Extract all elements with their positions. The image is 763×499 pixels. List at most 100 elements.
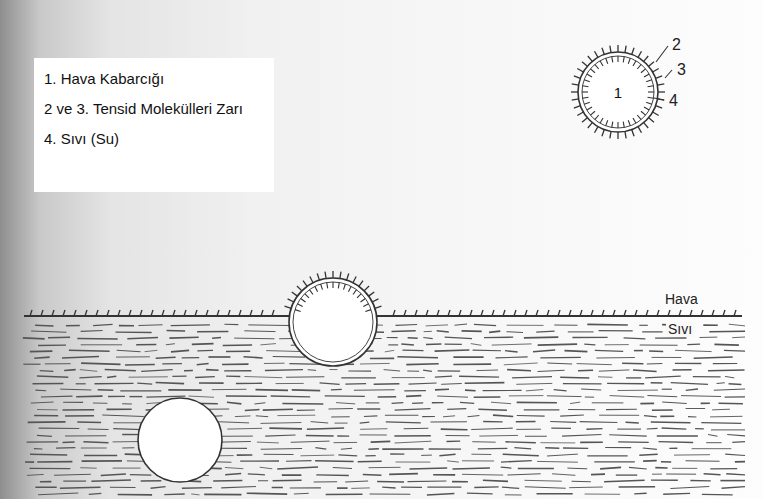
water-line bbox=[581, 389, 601, 391]
water-line bbox=[396, 462, 431, 463]
leader-line bbox=[665, 70, 672, 78]
water-line bbox=[599, 330, 633, 331]
water-line bbox=[56, 447, 75, 449]
water-line bbox=[139, 324, 163, 326]
water-line bbox=[286, 460, 312, 462]
water-line bbox=[98, 389, 114, 391]
water-line bbox=[130, 474, 151, 476]
water-line bbox=[516, 383, 552, 385]
tenside-molecule bbox=[85, 310, 87, 316]
tenside-molecule bbox=[309, 290, 313, 295]
water-line bbox=[360, 434, 387, 435]
tenside-molecule bbox=[250, 310, 252, 316]
tenside-molecule bbox=[617, 56, 618, 62]
water-line bbox=[639, 454, 657, 455]
tenside-molecule bbox=[363, 304, 368, 307]
water-line bbox=[424, 331, 432, 332]
water-line bbox=[260, 467, 273, 469]
tenside-molecule bbox=[584, 80, 590, 82]
water-line bbox=[580, 441, 603, 443]
water-line bbox=[703, 324, 718, 326]
water-line bbox=[387, 337, 398, 338]
callout-number: 4 bbox=[667, 92, 680, 110]
tenside-molecule bbox=[595, 115, 599, 120]
water-line bbox=[634, 493, 646, 495]
water-line bbox=[447, 440, 461, 442]
water-line bbox=[578, 370, 593, 372]
tenside-molecule bbox=[338, 282, 340, 288]
region-label: Sıvı bbox=[666, 322, 694, 337]
water-line bbox=[669, 448, 677, 449]
region-label: Hava bbox=[663, 292, 700, 307]
water-line bbox=[572, 481, 591, 483]
water-line bbox=[261, 448, 302, 450]
water-line bbox=[81, 363, 120, 364]
water-line bbox=[31, 331, 66, 332]
water-line bbox=[224, 324, 238, 325]
water-line bbox=[265, 369, 303, 371]
water-line bbox=[550, 421, 576, 423]
water-line bbox=[586, 428, 602, 430]
water-line bbox=[445, 344, 462, 345]
water-line bbox=[473, 350, 501, 352]
water-line bbox=[409, 383, 437, 384]
water-line bbox=[273, 479, 302, 481]
water-line bbox=[23, 364, 40, 365]
tenside-molecule bbox=[525, 310, 527, 316]
tenside-molecule bbox=[595, 64, 599, 69]
water-line bbox=[661, 461, 671, 463]
water-line bbox=[406, 395, 421, 397]
water-line bbox=[643, 460, 657, 462]
water-line bbox=[197, 331, 228, 333]
tenside-molecule bbox=[648, 91, 654, 92]
water-line bbox=[189, 396, 215, 397]
water-line bbox=[331, 416, 350, 417]
water-line bbox=[390, 453, 404, 455]
tenside-molecule bbox=[129, 310, 131, 316]
inner-film bbox=[582, 56, 654, 128]
water-line bbox=[360, 422, 370, 423]
water-line bbox=[137, 383, 152, 385]
water-line bbox=[651, 421, 691, 423]
water-line bbox=[429, 448, 461, 449]
water-line bbox=[37, 409, 58, 410]
tenside-molecule bbox=[602, 130, 604, 137]
water-line bbox=[54, 474, 91, 475]
tenside-molecule bbox=[625, 131, 626, 138]
water-line bbox=[563, 447, 588, 449]
water-line bbox=[334, 442, 358, 443]
water-line bbox=[453, 467, 490, 469]
water-line bbox=[60, 487, 101, 488]
water-line bbox=[675, 350, 712, 351]
water-line bbox=[226, 351, 250, 353]
tenside-molecule bbox=[623, 122, 624, 128]
water-line bbox=[455, 324, 468, 325]
water-line bbox=[525, 487, 566, 489]
tenside-molecule bbox=[723, 310, 725, 316]
water-line bbox=[659, 441, 694, 443]
water-line bbox=[226, 376, 240, 378]
water-line bbox=[599, 370, 630, 371]
water-line bbox=[95, 383, 134, 385]
water-line bbox=[369, 467, 401, 468]
water-line bbox=[673, 369, 692, 371]
water-line bbox=[89, 493, 102, 494]
tenside-molecule bbox=[96, 310, 98, 316]
water-line bbox=[354, 389, 395, 391]
tenside-molecule bbox=[372, 299, 378, 302]
water-line bbox=[501, 461, 532, 463]
water-line bbox=[378, 396, 397, 398]
water-line bbox=[626, 422, 639, 424]
tenside-molecule bbox=[353, 277, 356, 283]
water-line bbox=[315, 448, 326, 450]
tenside-molecule bbox=[588, 123, 592, 128]
water-line bbox=[315, 460, 354, 462]
water-line bbox=[505, 442, 535, 443]
water-line bbox=[60, 389, 91, 391]
callout-number: 3 bbox=[675, 61, 688, 79]
inner-film bbox=[293, 282, 373, 362]
water-line bbox=[607, 383, 644, 385]
water-line bbox=[547, 363, 572, 364]
water-line bbox=[167, 330, 186, 332]
tenside-molecule bbox=[326, 282, 328, 288]
